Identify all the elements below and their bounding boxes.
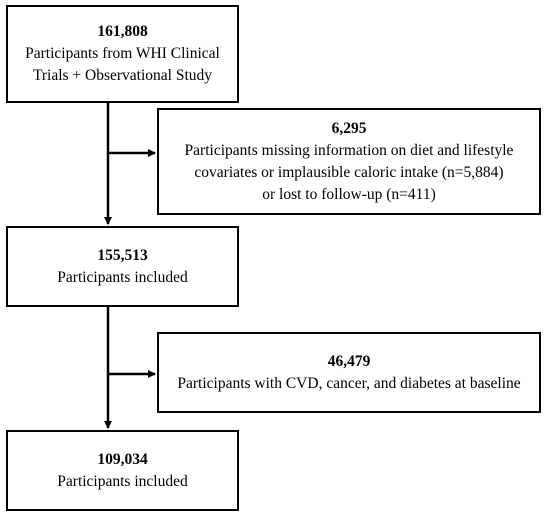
included-1-count: 155,513	[97, 246, 148, 264]
included-1-box: 155,513 Participants included	[6, 226, 239, 307]
included-2-label: Participants included	[57, 472, 188, 490]
exclusion-1-line-1: Participants missing information on diet…	[184, 141, 514, 159]
included-2-count: 109,034	[97, 450, 148, 468]
included-2-box: 109,034 Participants included	[6, 430, 239, 511]
exclusion-1-count: 6,295	[331, 119, 367, 137]
exclusion-1-line-3: or lost to follow-up (n=411)	[262, 185, 436, 203]
exclusion-1-line-2: covariates or implausible caloric intake…	[194, 163, 504, 181]
exclusion-2-line-1: Participants with CVD, cancer, and diabe…	[177, 374, 521, 392]
included-1-label: Participants included	[57, 268, 188, 286]
total-label-line-1: Participants from WHI Clinical	[25, 45, 220, 62]
total-count: 161,808	[97, 23, 148, 40]
exclusion-2-box: 46,479 Participants with CVD, cancer, an…	[157, 332, 541, 413]
exclusion-1-box: 6,295 Participants missing information o…	[157, 108, 541, 215]
exclusion-2-count: 46,479	[327, 352, 371, 370]
total-participants-box: 161,808 Participants from WHI Clinical T…	[6, 5, 239, 103]
total-label-line-2: Trials + Observational Study	[32, 67, 213, 84]
